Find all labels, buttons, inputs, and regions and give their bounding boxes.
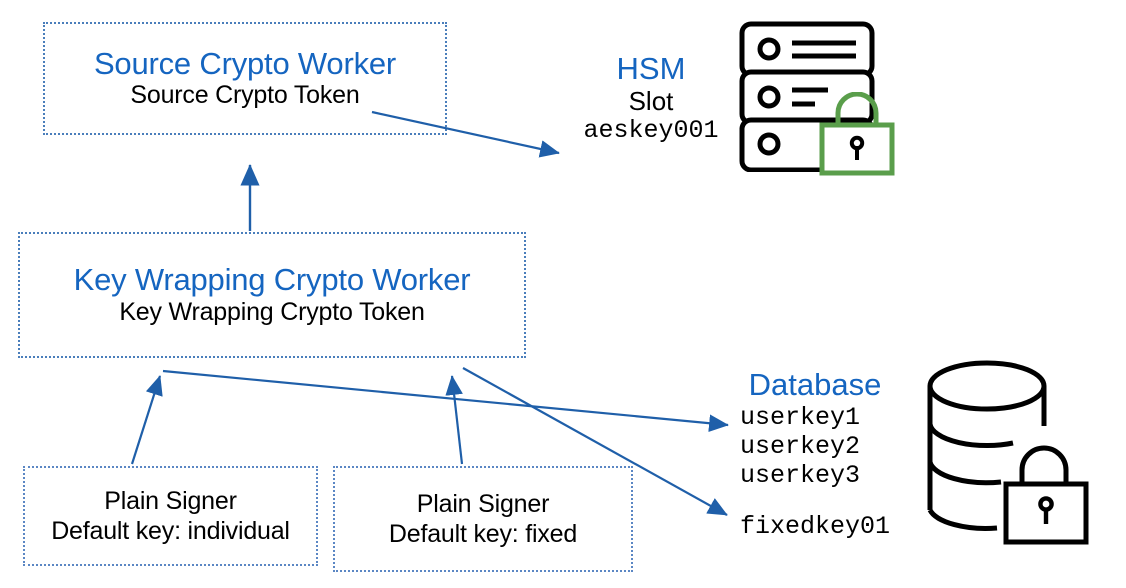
plain-signer-individual-line2: Default key: individual: [51, 517, 290, 545]
source-crypto-worker-subtitle: Source Crypto Token: [130, 81, 360, 110]
hsm-slot-label: Slot: [628, 85, 674, 116]
database-key-userkey3: userkey3: [740, 460, 861, 490]
box-key-wrapping-crypto-worker[interactable]: Key Wrapping Crypto Worker Key Wrapping …: [18, 232, 526, 358]
padlock-green-icon: [812, 91, 902, 177]
database-label-group: Database userkey1 userkey2 userkey3 fixe…: [740, 367, 891, 541]
connector-key-wrapping-to-userkey2: [162, 369, 729, 432]
key-wrapping-crypto-worker-title: Key Wrapping Crypto Worker: [73, 262, 471, 298]
box-plain-signer-individual[interactable]: Plain Signer Default key: individual: [23, 466, 318, 566]
hsm-key-aeskey001: aeskey001: [583, 115, 719, 145]
key-wrapping-crypto-worker-subtitle: Key Wrapping Crypto Token: [119, 297, 425, 326]
plain-signer-fixed-line2: Default key: fixed: [388, 520, 578, 548]
hsm-label-group: HSM Slot aeskey001: [561, 51, 741, 145]
key-list-spacer: [740, 490, 890, 512]
box-source-crypto-worker[interactable]: Source Crypto Worker Source Crypto Token: [43, 22, 447, 135]
connector-signer-individual-to-key-wrapping: [130, 375, 163, 465]
box-plain-signer-fixed[interactable]: Plain Signer Default key: fixed: [333, 466, 633, 572]
database-key-userkey2: userkey2: [740, 431, 861, 461]
database-key-fixedkey01: fixedkey01: [740, 511, 891, 541]
plain-signer-fixed-line1: Plain Signer: [416, 490, 550, 518]
plain-signer-individual-line1: Plain Signer: [104, 487, 237, 515]
database-title: Database: [748, 367, 882, 402]
database-key-userkey1: userkey1: [740, 402, 861, 432]
hsm-title: HSM: [616, 51, 686, 86]
source-crypto-worker-title: Source Crypto Worker: [93, 45, 397, 81]
padlock-black-icon: [996, 440, 1096, 550]
database-cylinder-icon: [925, 358, 1065, 548]
connector-signer-fixed-to-key-wrapping: [445, 375, 464, 465]
